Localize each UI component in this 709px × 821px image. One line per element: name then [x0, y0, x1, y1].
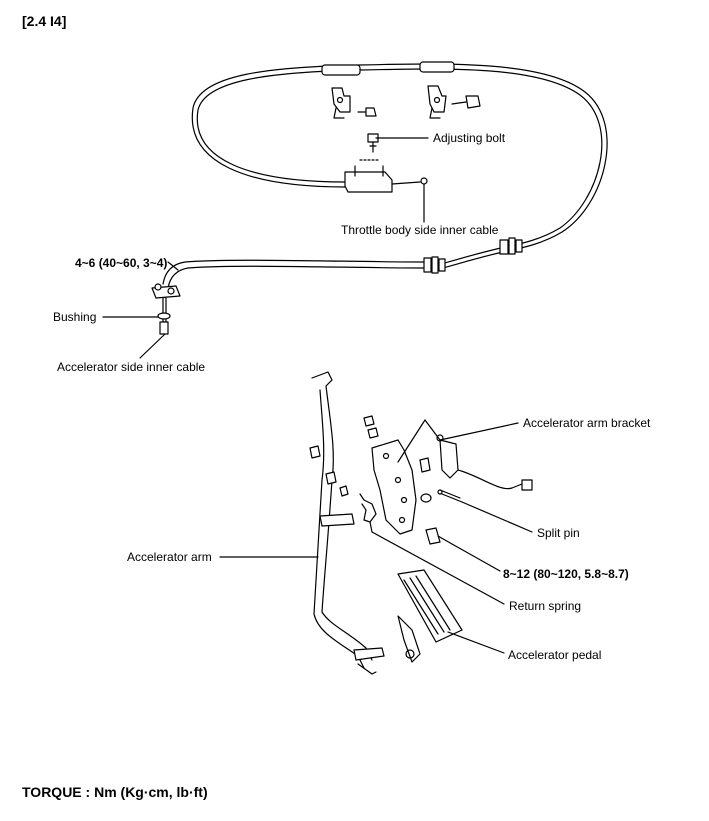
engine-tag: [2.4 I4]: [22, 13, 67, 29]
cable-end-fitting: [159, 321, 169, 335]
stop-switch-part: [419, 434, 533, 503]
leader-arm-bracket-3: [424, 419, 441, 441]
label-split-pin: Split pin: [537, 526, 580, 540]
cable-sleeve: [321, 64, 361, 76]
leader-torque-nut: [167, 261, 179, 271]
leader-split-pin: [461, 501, 533, 533]
cable-end-clamp: [151, 283, 181, 323]
leader-arm-bracket: [439, 422, 519, 441]
torque-units-note: TORQUE : Nm (Kg·cm, lb·ft): [22, 784, 208, 800]
adjusting-bolt-part: [367, 133, 379, 153]
throttle-cable-bracket: [344, 159, 428, 193]
accelerator-cable: [151, 61, 608, 335]
label-accelerator-pedal: Accelerator pedal: [508, 648, 602, 662]
leader-return-spring: [371, 531, 505, 605]
return-spring-part: [359, 493, 377, 533]
accelerator-arm-part: [309, 371, 385, 675]
label-accelerator-arm-bracket: Accelerator arm bracket: [523, 416, 651, 430]
label-torque-bracket-bolt: 8~12 (80~120, 5.8~8.7): [503, 567, 629, 581]
cable-nut-fitting: [423, 256, 446, 274]
accelerator-arm-bracket-part: [363, 415, 417, 535]
label-accelerator-side-inner-cable: Accelerator side inner cable: [57, 360, 206, 374]
bracket-bolt-part: [425, 527, 453, 545]
accelerator-pedal-part: [397, 569, 463, 663]
label-accelerator-arm: Accelerator arm: [127, 550, 212, 564]
cable-bracket-left: [331, 87, 377, 119]
label-bushing: Bushing: [53, 310, 97, 324]
leader-pedal: [447, 631, 505, 654]
leader-bracket-bolt: [451, 543, 501, 572]
label-torque-cable-nut: 4~6 (40~60, 3~4): [75, 256, 168, 270]
label-throttle-body-side-inner-cable: Throttle body side inner cable: [341, 223, 499, 237]
leader-arm-bracket-2: [397, 419, 426, 463]
split-pin-part: [437, 489, 463, 503]
cable-sleeve: [419, 61, 455, 73]
cable-bracket-right: [427, 85, 481, 119]
label-adjusting-bolt: Adjusting bolt: [433, 131, 506, 145]
label-return-spring: Return spring: [509, 599, 582, 613]
leader-accel-cable: [139, 333, 166, 359]
cable-adjuster-fitting: [499, 237, 523, 255]
bushing-part: [157, 312, 171, 320]
